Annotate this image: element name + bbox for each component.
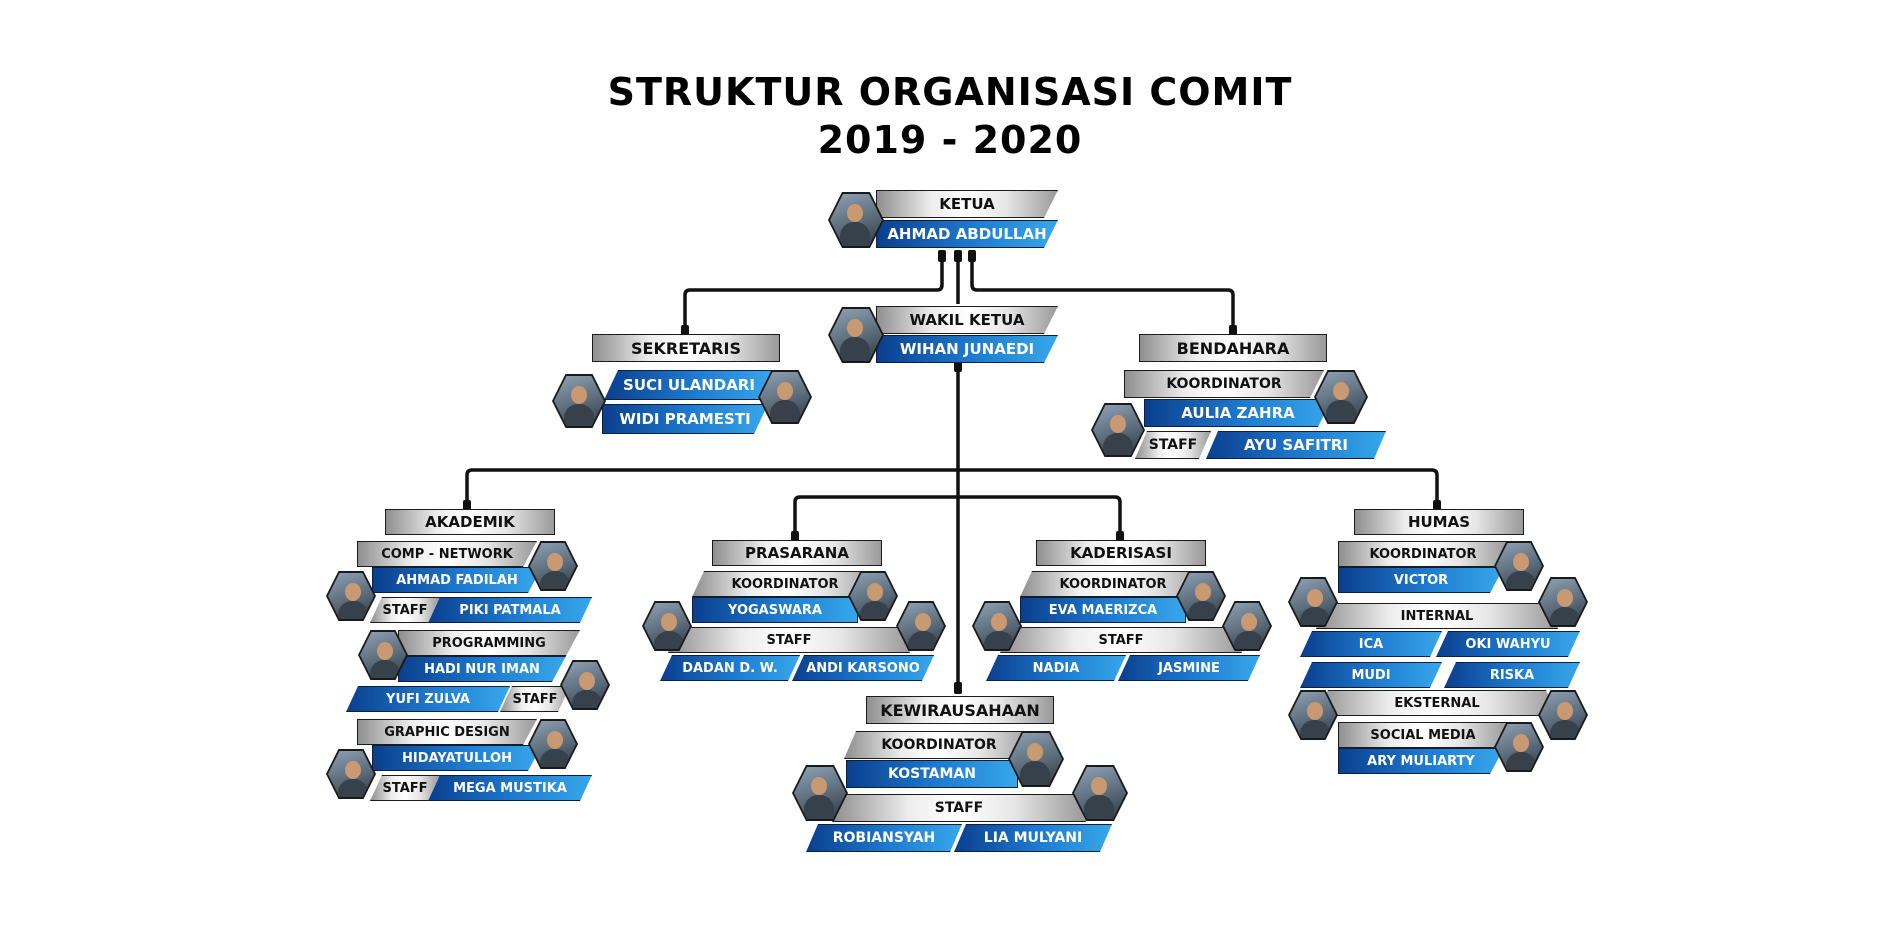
ketua-role-label: KETUA xyxy=(876,190,1058,218)
akademik-design-staff-avatar xyxy=(326,749,376,799)
akademik-network-koordinator: AHMAD FADILAH xyxy=(372,567,542,593)
humas-eksternal-staff-1: MUDI xyxy=(1300,662,1442,688)
humas-internal-staff-2: OKI WAHYU xyxy=(1436,631,1580,657)
port-wakil xyxy=(954,360,962,372)
kewirausahaan-koordinator-label: KOORDINATOR xyxy=(844,731,1034,759)
link-ketua-sekretaris xyxy=(683,258,944,331)
kaderisasi-staff-avatar-2 xyxy=(1222,601,1272,651)
akademik-design-staff: MEGA MUSTIKA xyxy=(428,775,592,801)
port-ketua-mid xyxy=(954,250,962,262)
bendahara-koordinator-name: AULIA ZAHRA xyxy=(1144,399,1332,427)
page-title: STRUKTUR ORGANISASI COMIT xyxy=(607,70,1293,114)
prasarana-staff-1: DADAN D. W. xyxy=(660,655,800,681)
humas-koordinator-avatar xyxy=(1494,541,1544,591)
kewirausahaan-staff-1: ROBIANSYAH xyxy=(806,824,962,852)
akademik-design-staff-label: STAFF xyxy=(370,775,440,801)
sekretaris-member-1: SUCI ULANDARI xyxy=(604,370,774,400)
sekretaris-photo-avatar-2 xyxy=(552,374,606,428)
kaderisasi-koordinator-avatar xyxy=(1176,571,1226,621)
bendahara-staff-avatar xyxy=(1091,403,1145,457)
sekretaris-photo-avatar-1 xyxy=(758,370,812,424)
akademik-programming-koordinator-avatar xyxy=(358,630,408,680)
humas-social-name: ARY MULIARTY xyxy=(1338,748,1504,774)
port-ketua-left xyxy=(938,250,946,262)
kewirausahaan-staff-avatar-2 xyxy=(1072,765,1128,821)
akademik-design-koordinator: HIDAYATULLOH xyxy=(372,745,542,771)
akademik-network-label: COMP - NETWORK xyxy=(357,541,537,567)
kaderisasi-staff-1: NADIA xyxy=(986,655,1126,681)
kewirausahaan-role-label: KEWIRAUSAHAAN xyxy=(866,696,1054,724)
humas-eksternal-label: EKSTERNAL xyxy=(1316,690,1558,716)
humas-internal-staff-1: ICA xyxy=(1300,631,1442,657)
prasarana-role-label: PRASARANA xyxy=(712,540,882,566)
sekretaris-role-label: SEKRETARIS xyxy=(592,334,780,362)
akademik-network-staff-avatar xyxy=(326,571,376,621)
humas-koordinator-name: VICTOR xyxy=(1338,567,1504,593)
humas-social-label: SOCIAL MEDIA xyxy=(1338,722,1508,748)
kewirausahaan-staff-label: STAFF xyxy=(832,794,1086,822)
wakil-name: WIHAN JUNAEDI xyxy=(876,335,1058,363)
kaderisasi-staff-2: JASMINE xyxy=(1118,655,1260,681)
akademik-programming-staff-label: STAFF xyxy=(500,686,570,712)
akademik-programming-staff: YUFI ZULVA xyxy=(346,686,510,712)
humas-internal-avatar-2 xyxy=(1538,577,1588,627)
akademik-network-staff-label: STAFF xyxy=(370,597,440,623)
bendahara-staff-label: STAFF xyxy=(1135,431,1211,459)
page-subtitle-period: 2019 - 2020 xyxy=(817,118,1083,162)
humas-internal-label: INTERNAL xyxy=(1316,603,1558,629)
humas-internal-avatar-1 xyxy=(1288,577,1338,627)
humas-eksternal-staff-2: RISKA xyxy=(1444,662,1580,688)
humas-social-avatar xyxy=(1494,722,1544,772)
akademik-network-staff: PIKI PATMALA xyxy=(428,597,592,623)
kewirausahaan-staff-2: LIA MULYANI xyxy=(954,824,1112,852)
bendahara-staff-name: AYU SAFITRI xyxy=(1206,431,1386,459)
bendahara-koordinator-label: KOORDINATOR xyxy=(1124,370,1324,398)
prasarana-koordinator-name: YOGASWARA xyxy=(692,597,858,623)
link-prasarana-kaderisasi xyxy=(793,495,1122,537)
kaderisasi-koordinator-name: EVA MAERIZCA xyxy=(1020,597,1186,623)
ketua-name: AHMAD ABDULLAH xyxy=(876,220,1058,248)
akademik-programming-koordinator: HADI NUR IMAN xyxy=(398,656,566,682)
kaderisasi-staff-label: STAFF xyxy=(1000,627,1242,653)
port-kewirausahaan xyxy=(954,682,962,694)
link-akademik-humas xyxy=(465,468,1439,506)
bendahara-role-label: BENDAHARA xyxy=(1139,334,1327,362)
link-ketua-bendahara xyxy=(970,258,1235,331)
bendahara-koordinator-avatar xyxy=(1314,370,1368,424)
port-ketua-right xyxy=(968,250,976,262)
kaderisasi-koordinator-label: KOORDINATOR xyxy=(1020,571,1206,597)
akademik-role-label: AKADEMIK xyxy=(385,509,555,535)
akademik-programming-label: PROGRAMMING xyxy=(398,630,580,656)
humas-koordinator-label: KOORDINATOR xyxy=(1338,541,1508,567)
prasarana-koordinator-label: KOORDINATOR xyxy=(692,571,878,597)
humas-role-label: HUMAS xyxy=(1354,509,1524,535)
humas-eksternal-avatar-1 xyxy=(1288,690,1338,740)
sekretaris-member-2: WIDI PRAMESTI xyxy=(602,404,768,434)
wakil-role-label: WAKIL KETUA xyxy=(876,306,1058,334)
kewirausahaan-koordinator-name: KOSTAMAN xyxy=(846,760,1018,788)
kaderisasi-role-label: KADERISASI xyxy=(1036,540,1206,566)
humas-eksternal-avatar-2 xyxy=(1538,690,1588,740)
prasarana-staff-2: ANDI KARSONO xyxy=(792,655,934,681)
akademik-design-label: GRAPHIC DESIGN xyxy=(357,719,537,745)
prasarana-staff-label: STAFF xyxy=(668,627,910,653)
